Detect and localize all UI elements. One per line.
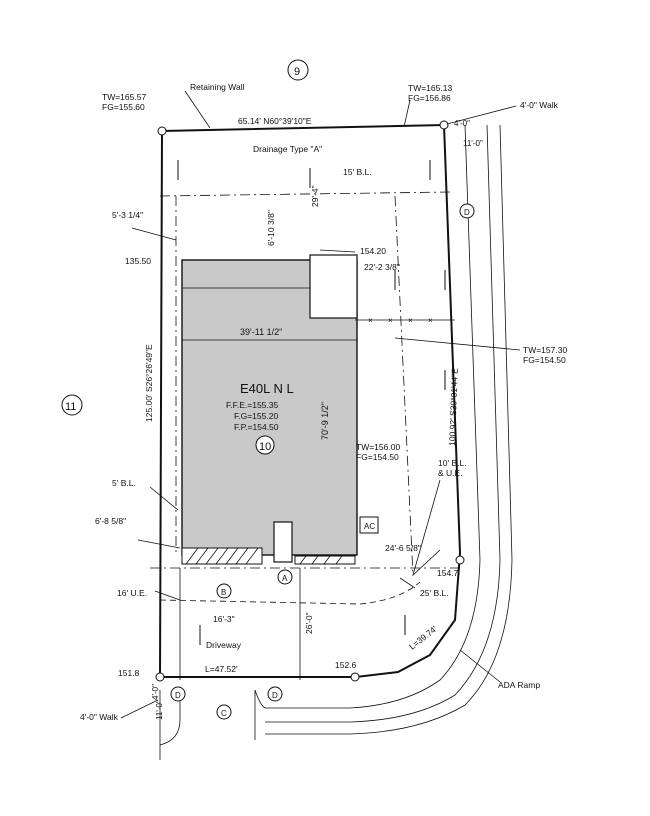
house-ffe: F.F.E.=155.35 <box>226 400 278 410</box>
curb-line-outer <box>265 124 481 709</box>
house-fp: F.P.=154.50 <box>234 422 279 432</box>
house-plan-name: E40L N L <box>240 381 294 396</box>
side-west-bottom-dim: 6'-8 5/8" <box>95 516 126 526</box>
fence-x-marks: × × × × <box>368 316 433 325</box>
svg-text:×: × <box>388 316 393 325</box>
spot-135: 135.50 <box>125 256 151 266</box>
drainage-arrows <box>177 160 446 645</box>
curb-line-inner <box>265 124 501 723</box>
curb-line-edge <box>265 124 513 735</box>
south-line-length: L=47.52' <box>205 664 238 674</box>
walk-ne-dim2: 11'-0" <box>463 139 483 148</box>
front-bl-label: 25' B.L. <box>420 588 449 598</box>
east-line-bearing: 100.92' S30°01'44"E <box>447 368 460 446</box>
drive-width-dim: 16'-3" <box>213 614 235 624</box>
svg-text:×: × <box>428 316 433 325</box>
house-fg: F.G=155.20 <box>234 411 278 421</box>
spot-152-6: 152.6 <box>335 660 357 670</box>
walk-ne-dim: 4'-0" <box>454 119 470 128</box>
ac-label: AC <box>364 522 375 531</box>
spot-markers <box>155 120 465 682</box>
patio <box>309 254 358 319</box>
rear-setback-dim: 29'-4" <box>310 185 320 207</box>
ac-unit <box>359 516 379 534</box>
drive-return <box>254 689 266 740</box>
rear-setback-line <box>159 191 451 197</box>
west-line-bearing: 125.00' S26°26'49"E <box>144 344 154 422</box>
spot-154-7: 154.7 <box>437 568 459 578</box>
walk-sw-dim: 4'-0" <box>151 684 160 700</box>
garage-apron-east <box>294 555 356 565</box>
ue-line <box>159 581 421 605</box>
lot-line <box>158 123 462 678</box>
ue-label: 16' U.E. <box>117 588 147 598</box>
walk-sw-dim2: 11'-0" <box>155 700 164 720</box>
north-line-bearing: 65.14' N60°39'10"E <box>238 116 312 126</box>
spot-151-8: 151.8 <box>118 668 140 678</box>
callout-d-3: D <box>272 691 278 700</box>
retaining-wall-label: Retaining Wall <box>190 82 245 92</box>
callout-d-2: D <box>175 691 181 700</box>
front-east-dim: 24'-6 5/8" <box>385 543 421 553</box>
walk-sw-label: 4'-0" Walk <box>80 712 119 722</box>
drive-depth-dim: 26'-0" <box>304 612 314 634</box>
patio-offset-dim: 6'-10 3/8" <box>266 210 276 246</box>
east-bl-label: 10' B.L.& U.E. <box>438 458 467 478</box>
lot-number-north: 9 <box>294 66 300 78</box>
callout-a: A <box>282 574 288 583</box>
drainage-label: Drainage Type "A" <box>253 144 322 154</box>
side-west-top-dim: 5'-3 1/4" <box>112 210 143 220</box>
callout-circles <box>61 59 475 720</box>
walk-sw <box>159 690 181 760</box>
callout-b: B <box>221 588 226 597</box>
house-width-dim: 39'-11 1/2" <box>240 327 282 337</box>
callout-c: C <box>221 709 227 718</box>
east-setback-line <box>394 195 414 576</box>
driveway-label: Driveway <box>206 640 242 650</box>
lot-number-this: 10 <box>259 441 271 453</box>
callout-d-1: D <box>464 208 470 217</box>
patio-width-dim: 22'-2 3/8" <box>364 262 400 272</box>
apron-hatch <box>185 547 343 565</box>
ada-ramp-label: ADA Ramp <box>498 680 540 690</box>
svg-text:×: × <box>408 316 413 325</box>
house-depth-dim: 70'-9 1/2" <box>320 402 330 440</box>
leader-lines <box>120 90 521 719</box>
lot-number-west: 11 <box>65 401 76 413</box>
spot-154-20: 154.20 <box>360 246 386 256</box>
walk-ne-label: 4'-0" Walk <box>520 100 559 110</box>
rear-bl-label: 15' B.L. <box>343 167 372 177</box>
porch <box>273 521 293 563</box>
svg-text:×: × <box>368 316 373 325</box>
west-bl-label: 5' B.L. <box>112 478 136 488</box>
